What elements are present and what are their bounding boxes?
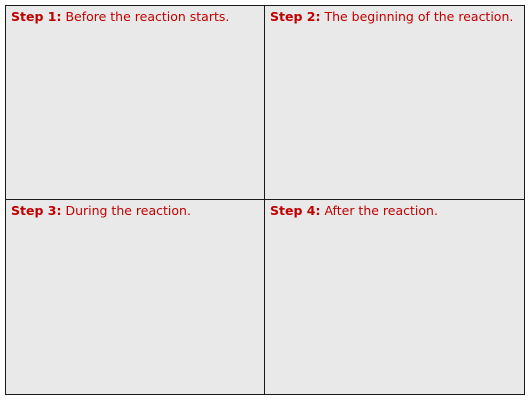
step-4-text: After the reaction. xyxy=(324,203,438,218)
step-4-label: Step 4: xyxy=(270,203,321,218)
step-1-label: Step 1: xyxy=(11,9,62,24)
step-1-text: Before the reaction starts. xyxy=(65,9,230,24)
step-2-text: The beginning of the reaction. xyxy=(324,9,514,24)
step-1-cell: Step 1: Before the reaction starts. xyxy=(6,6,265,200)
step-4-cell: Step 4: After the reaction. xyxy=(265,200,524,394)
step-3-cell: Step 3: During the reaction. xyxy=(6,200,265,394)
step-2-label: Step 2: xyxy=(270,9,321,24)
step-3-text: During the reaction. xyxy=(65,203,191,218)
step-grid: Step 1: Before the reaction starts. Step… xyxy=(5,5,525,395)
step-2-cell: Step 2: The beginning of the reaction. xyxy=(265,6,524,200)
step-3-label: Step 3: xyxy=(11,203,62,218)
